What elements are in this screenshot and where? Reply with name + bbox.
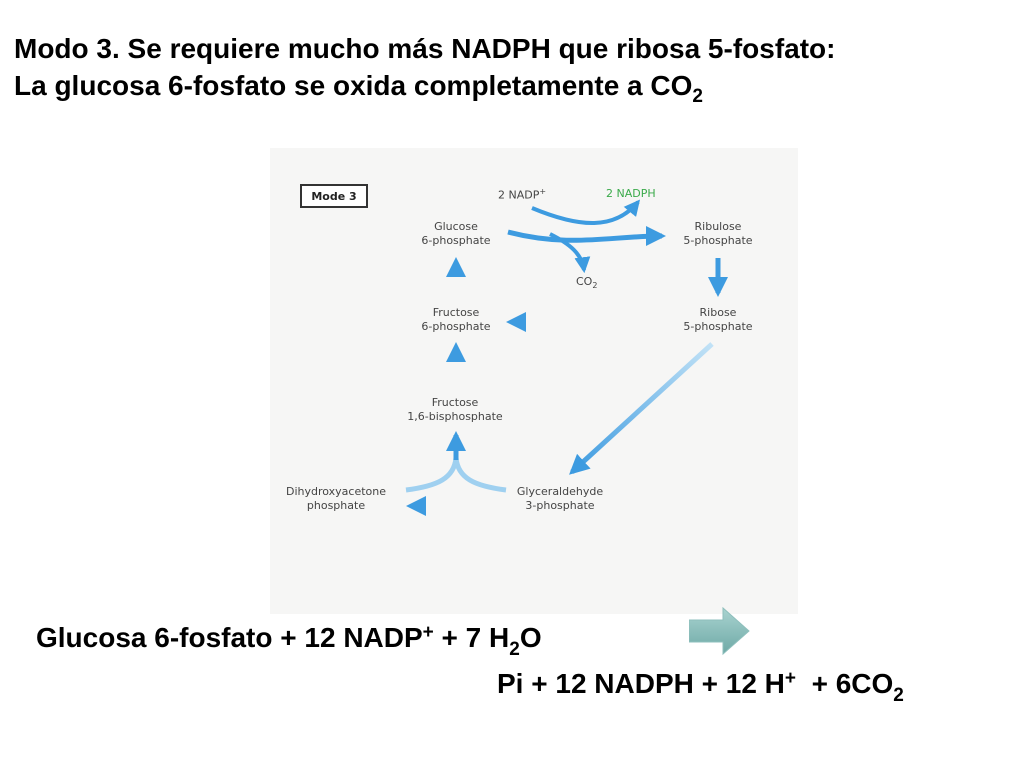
pathway-arrows [405,199,728,516]
title-line-2-text: La glucosa 6-fosfato se oxida completame… [14,70,693,101]
arrow-to-co2 [549,232,591,274]
arrow-triose-merge-from-dhap [405,457,459,493]
title-line-1: Modo 3. Se requiere mucho más NADPH que … [14,33,836,64]
reaction-arrow-icon [689,606,750,656]
arrow-g6p-to-ribulose5p [507,226,666,247]
title-co2-subscript: 2 [692,86,703,107]
arrow-ribose5p-to-g3p [569,342,714,475]
equation-reactants: Glucosa 6-fosfato + 12 NADP+ + 7 H2O [36,622,542,660]
mode-label-box: Mode 3 [300,184,368,208]
title-line-2: La glucosa 6-fosfato se oxida completame… [14,67,835,107]
nadp-label: 2 NADP+ [498,187,547,202]
co2-label: CO2 [576,275,598,291]
equation-products: Pi + 12 NADPH + 12 H+ + 6CO2 [497,668,904,706]
arrow-triose-merge-from-g3p [453,457,507,493]
slide-title: Modo 3. Se requiere mucho más NADPH que … [14,30,836,107]
arrow-nadp-to-nadph [531,199,641,225]
nadph-label: 2 NADPH [606,187,656,200]
